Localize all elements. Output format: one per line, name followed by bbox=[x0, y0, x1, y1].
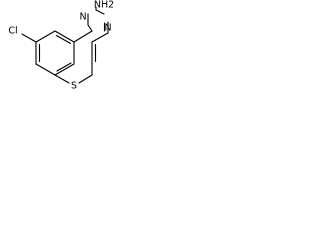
amine-label: NH2 bbox=[94, 0, 114, 11]
bond-benzene-3 bbox=[54, 63, 75, 76]
bond-sulfur-right bbox=[78, 74, 93, 84]
nitrogen-label-2: N bbox=[104, 23, 111, 34]
bond-pyrimidine-4 bbox=[95, 9, 105, 15]
bond-benzene-5 bbox=[54, 30, 75, 43]
bond-sulfur-left bbox=[54, 74, 70, 84]
bond-aryl-chlorine bbox=[21, 33, 37, 43]
bond-benzene-double-2 bbox=[56, 62, 72, 72]
sulfur-label: S bbox=[71, 81, 77, 92]
bond-benzene-6 bbox=[35, 30, 56, 43]
chlorine-label: Cl bbox=[8, 26, 17, 37]
nitrogen-label-1: N bbox=[79, 12, 86, 23]
bond-pyrimidine-6 bbox=[87, 24, 93, 32]
bond-pyrimidine-2 bbox=[91, 32, 109, 43]
bond-benzene-double-3 bbox=[55, 34, 72, 45]
chemical-structure-diagram: Cl S N N NH2 bbox=[8, 0, 114, 92]
bond-ring-fusion bbox=[73, 30, 93, 43]
bond-benzene-2 bbox=[35, 63, 56, 76]
